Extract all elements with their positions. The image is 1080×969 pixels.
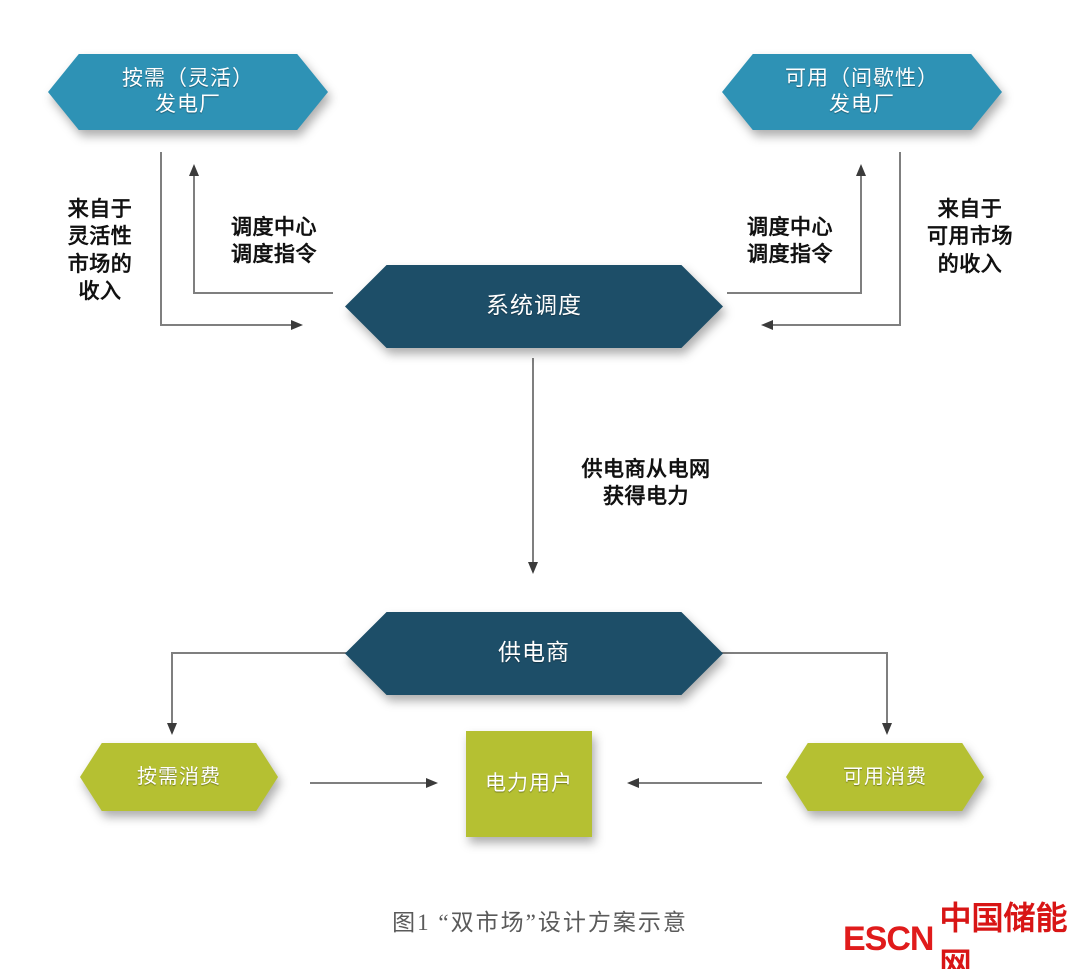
node-on-demand-consumption-label: 按需消费 (80, 743, 278, 811)
node-available-consumption-label: 可用消费 (786, 743, 984, 811)
node-system-dispatch-label: 系统调度 (345, 265, 723, 348)
node-power-user[interactable]: 电力用户 (466, 731, 592, 837)
edge-supplier-to-on-demand (167, 652, 350, 735)
node-available-plant-label: 可用（间歇性） 发电厂 (722, 54, 1002, 130)
label-dispatch-command-left: 调度中心 调度指令 (231, 215, 317, 267)
node-power-user-label: 电力用户 (466, 731, 592, 837)
node-flexible-plant-label: 按需（灵活） 发电厂 (48, 54, 328, 130)
node-system-dispatch[interactable]: 系统调度 (345, 265, 723, 348)
node-on-demand-consumption[interactable]: 按需消费 (80, 743, 278, 811)
node-available-plant[interactable]: 可用（间歇性） 发电厂 (722, 54, 1002, 130)
figure-caption: 图1 “双市场”设计方案示意 (392, 910, 688, 935)
edge-supplier-to-available (718, 652, 892, 735)
label-available-market-revenue: 来自于 可用市场 的收入 (927, 197, 1013, 276)
escn-logo-mark: ESCN (843, 919, 934, 958)
label-supplier-gets-power: 供电商从电网 获得电力 (581, 457, 711, 509)
node-supplier[interactable]: 供电商 (345, 612, 723, 695)
escn-logo: ESCN 中国储能网 (843, 900, 1080, 969)
node-flexible-plant[interactable]: 按需（灵活） 发电厂 (48, 54, 328, 130)
label-flex-market-revenue: 来自于 灵活性 市场的 收入 (67, 197, 133, 303)
label-dispatch-command-right: 调度中心 调度指令 (747, 215, 833, 267)
escn-logo-name: 中国储能网 (939, 900, 1068, 969)
node-supplier-label: 供电商 (345, 612, 723, 695)
node-available-consumption[interactable]: 可用消费 (786, 743, 984, 811)
